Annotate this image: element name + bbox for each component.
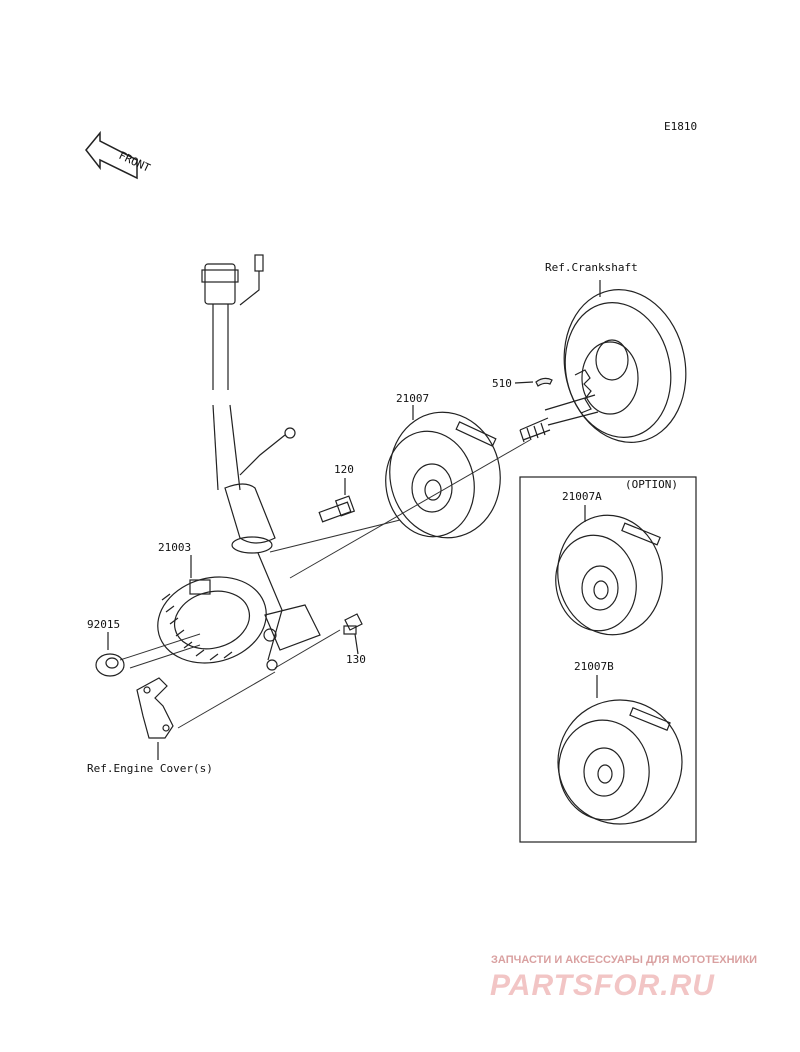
- label-21003: 21003: [158, 541, 191, 554]
- label-510: 510: [492, 377, 512, 390]
- label-21007: 21007: [396, 392, 429, 405]
- stator-drawing: [157, 555, 321, 671]
- label-crankshaft-ref: Ref.Crankshaft: [545, 261, 638, 274]
- watermark-line1: ЗАПЧАСТИ И АКСЕССУАРЫ ДЛЯ МОТОТЕХНИКИ: [491, 954, 757, 966]
- plate-drawing: [136, 677, 174, 760]
- rotor-a-drawing: [555, 505, 663, 636]
- option-box: [519, 476, 697, 843]
- label-130: 130: [346, 653, 366, 666]
- key-part: [514, 377, 553, 387]
- wire-harness-drawing: [201, 254, 296, 661]
- front-arrow-icon: [85, 130, 138, 180]
- label-21007b: 21007B: [574, 660, 614, 673]
- label-120: 120: [334, 463, 354, 476]
- label-21007a: 21007A: [562, 490, 602, 503]
- option-label: (OPTION): [625, 478, 678, 491]
- watermark-logo: PARTSFOR.RU: [490, 969, 715, 1002]
- rotor-drawing: [385, 405, 501, 539]
- diagram-code: E1810: [664, 120, 697, 133]
- rotor-b-drawing: [557, 675, 683, 825]
- bolt-130-drawing: [343, 613, 363, 655]
- label-92015: 92015: [87, 618, 120, 631]
- bolt-120-drawing: [318, 478, 356, 523]
- label-engine-cover-ref: Ref.Engine Cover(s): [87, 762, 213, 775]
- crankshaft-drawing: [519, 280, 687, 443]
- grommet-drawing: [95, 632, 125, 677]
